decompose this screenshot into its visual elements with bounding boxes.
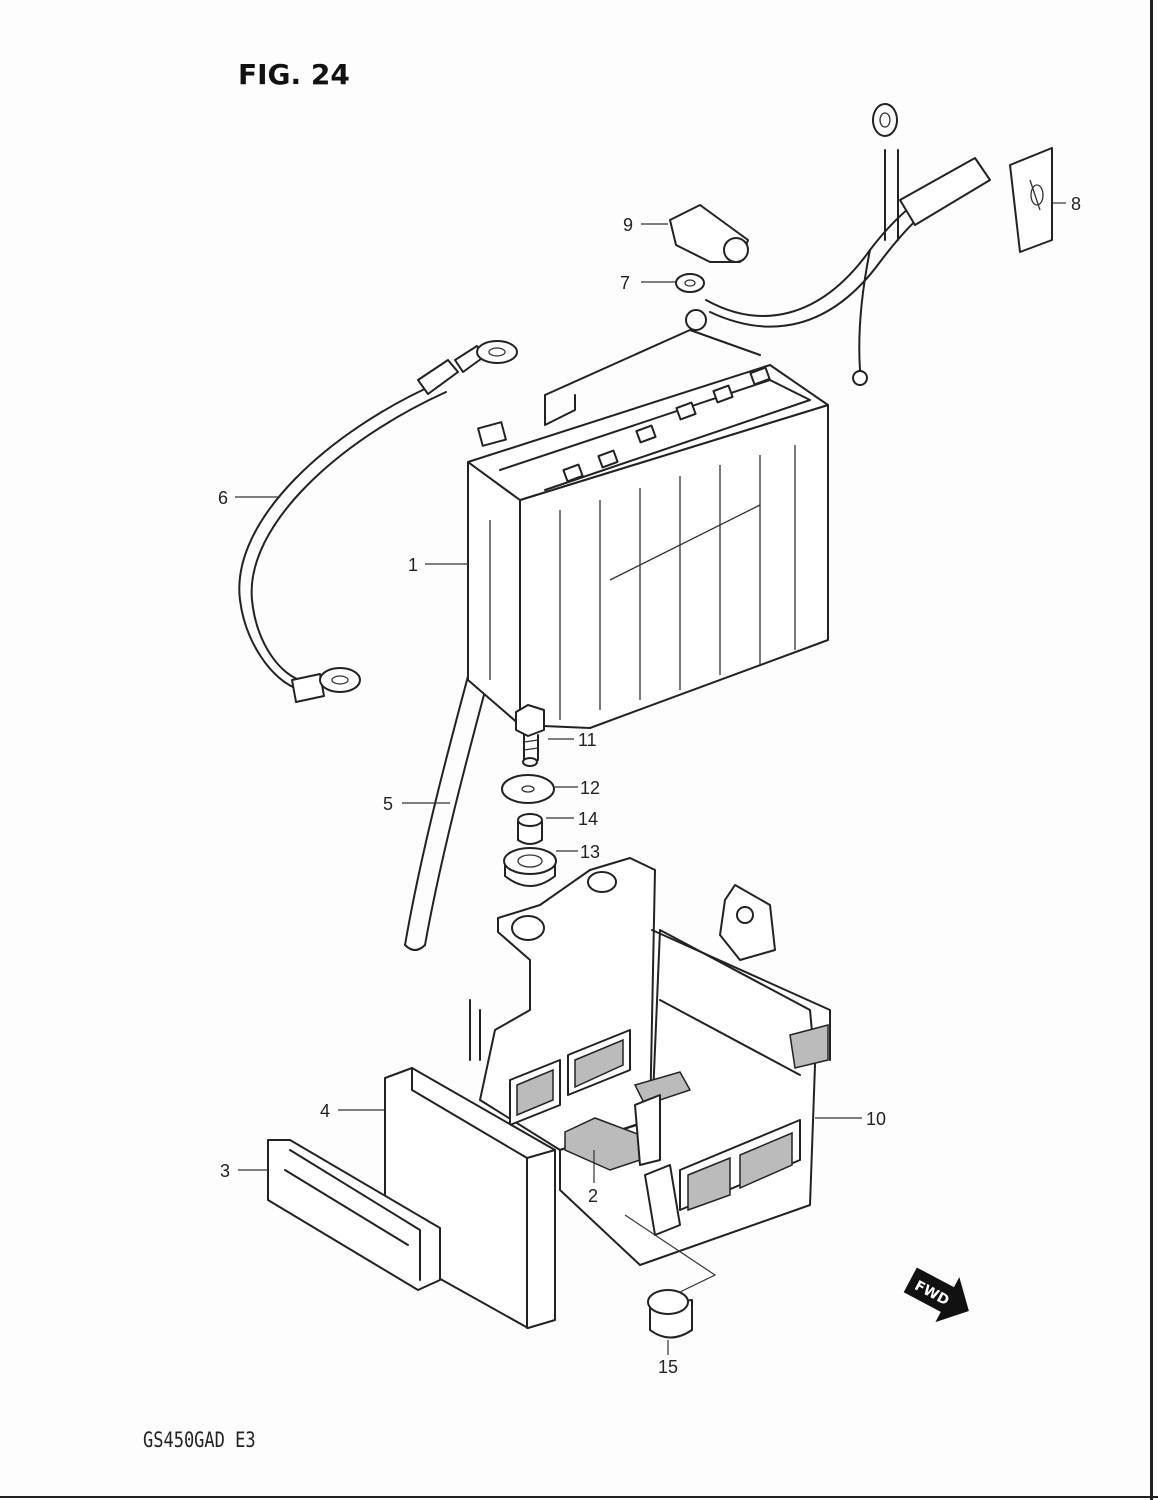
callout-11: 11 (578, 730, 597, 750)
callout-2: 2 (588, 1186, 598, 1206)
callout-5: 5 (383, 794, 393, 814)
fuse-wiring-part (669, 103, 1053, 386)
leader-lines (235, 202, 1066, 1355)
callout-3: 3 (220, 1161, 230, 1181)
rubber-cap-part (624, 1214, 717, 1339)
model-code: GS450GAD E3 (143, 1428, 256, 1453)
mounting-hardware (501, 704, 557, 887)
strap-part (267, 1139, 441, 1291)
callout-7: 7 (620, 273, 630, 293)
callout-8: 8 (1071, 194, 1081, 214)
callout-4: 4 (320, 1101, 330, 1121)
callout-1: 1 (408, 555, 418, 575)
battery-part (467, 309, 829, 729)
callout-13: 13 (580, 842, 600, 862)
callout-15: 15 (658, 1357, 678, 1377)
callout-6: 6 (218, 488, 228, 508)
callout-labels: 1 2 3 4 5 6 7 8 9 10 11 12 13 14 15 (218, 194, 1081, 1377)
callout-12: 12 (580, 778, 600, 798)
battery-holder-part (469, 857, 831, 1266)
callout-10: 10 (866, 1109, 886, 1129)
callout-14: 14 (578, 809, 598, 829)
page-bottom-border (0, 1496, 1158, 1498)
figure-title: FIG. 24 (238, 58, 350, 91)
forward-direction-arrow: FWD (903, 1267, 969, 1323)
battery-cable-part (238, 340, 518, 703)
page-right-border (1150, 0, 1153, 1500)
callout-9: 9 (623, 215, 633, 235)
